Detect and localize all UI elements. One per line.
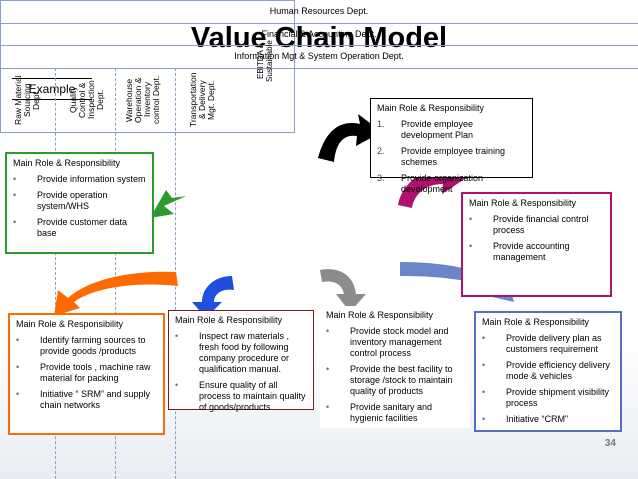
example-label: Example xyxy=(12,78,92,100)
list-item: •Inspect raw materials , fresh food by f… xyxy=(175,331,290,374)
list-item: •Provide tools , machine raw material fo… xyxy=(16,362,151,383)
support-it-label: Information Mgt & System Operation Dept. xyxy=(234,51,404,61)
transport-curved-arrow-icon xyxy=(400,262,514,302)
primary-qc-col: Quality Control & Inspection Dept. xyxy=(55,68,116,479)
support-finance-label: Financial & Accounting Dept. xyxy=(261,29,377,39)
page-number: 34 xyxy=(604,438,616,449)
box-heading: Main Role & Responsibility xyxy=(16,319,124,329)
box-heading: Main Role & Responsibility xyxy=(13,158,121,168)
list-item: •Identify farming sources to provide goo… xyxy=(16,335,146,356)
qc-responsibility-box: Main Role & Responsibility •Inspect raw … xyxy=(168,310,314,412)
list-item: •Provide shipment visibility process xyxy=(482,387,610,408)
list-item: •Initiative “ SRM” and supply chain netw… xyxy=(16,389,151,410)
raw-responsibility-box: Main Role & Responsibility •Identify far… xyxy=(8,313,165,435)
box-heading: Main Role & Responsibility xyxy=(377,103,485,113)
list-item: •Provide information system xyxy=(13,174,146,184)
box-heading: Main Role & Responsibility xyxy=(482,317,590,327)
list-item: •Provide customer data base xyxy=(13,217,128,238)
list-item: •Ensure quality of all process to mainta… xyxy=(175,380,306,412)
list-item: 2.Provide employee training schemes xyxy=(377,146,506,167)
it-curved-arrow-icon xyxy=(150,190,186,218)
list-item: •Provide financial control process xyxy=(469,214,589,235)
finance-responsibility-box: Main Role & Responsibility •Provide fina… xyxy=(461,192,612,297)
list-item: •Provide delivery plan as customers requ… xyxy=(482,333,602,354)
it-responsibility-box: Main Role & Responsibility •Provide info… xyxy=(5,152,154,254)
list-item: •Provide operation system/WHS xyxy=(13,190,108,211)
support-finance-row: Financial & Accounting Dept. xyxy=(0,23,638,46)
support-hr-label: Human Resources Dept. xyxy=(269,6,369,16)
list-item: •Initiative “CRM” xyxy=(482,414,569,424)
list-item: 1.Provide employee development Plan xyxy=(377,119,474,140)
hr-curved-arrow-icon xyxy=(318,114,382,162)
qc-curved-arrow-icon xyxy=(192,276,234,318)
list-item: •Provide stock model and inventory manag… xyxy=(326,326,449,358)
raw-curved-arrow-icon xyxy=(54,271,178,316)
support-hr-row: Human Resources Dept. xyxy=(0,0,638,24)
warehouse-responsibility-box: Main Role & Responsibility •Provide stoc… xyxy=(320,306,470,428)
list-item: •Provide accounting management xyxy=(469,241,570,262)
box-heading: Main Role & Responsibility xyxy=(469,198,577,208)
box-heading: Main Role & Responsibility xyxy=(326,310,434,320)
support-it-row: Information Mgt & System Operation Dept. xyxy=(0,45,638,69)
warehouse-curved-arrow-icon xyxy=(320,269,366,312)
list-item: 3.Provide organization development xyxy=(377,173,484,194)
primary-raw-col: Raw Material Sourcing Dept. xyxy=(0,68,56,479)
box-heading: Main Role & Responsibility xyxy=(175,315,283,325)
list-item: •Provide the best facility to storage /s… xyxy=(326,364,453,396)
hr-responsibility-box: Main Role & Responsibility 1.Provide emp… xyxy=(370,98,533,194)
list-item: •Provide efficiency delivery mode & vehi… xyxy=(482,360,610,381)
list-item: •Provide sanitary and hygienic facilitie… xyxy=(326,402,433,423)
page-title: Value Chain Model xyxy=(190,22,448,54)
transport-responsibility-box: Main Role & Responsibility •Provide deli… xyxy=(474,311,622,432)
